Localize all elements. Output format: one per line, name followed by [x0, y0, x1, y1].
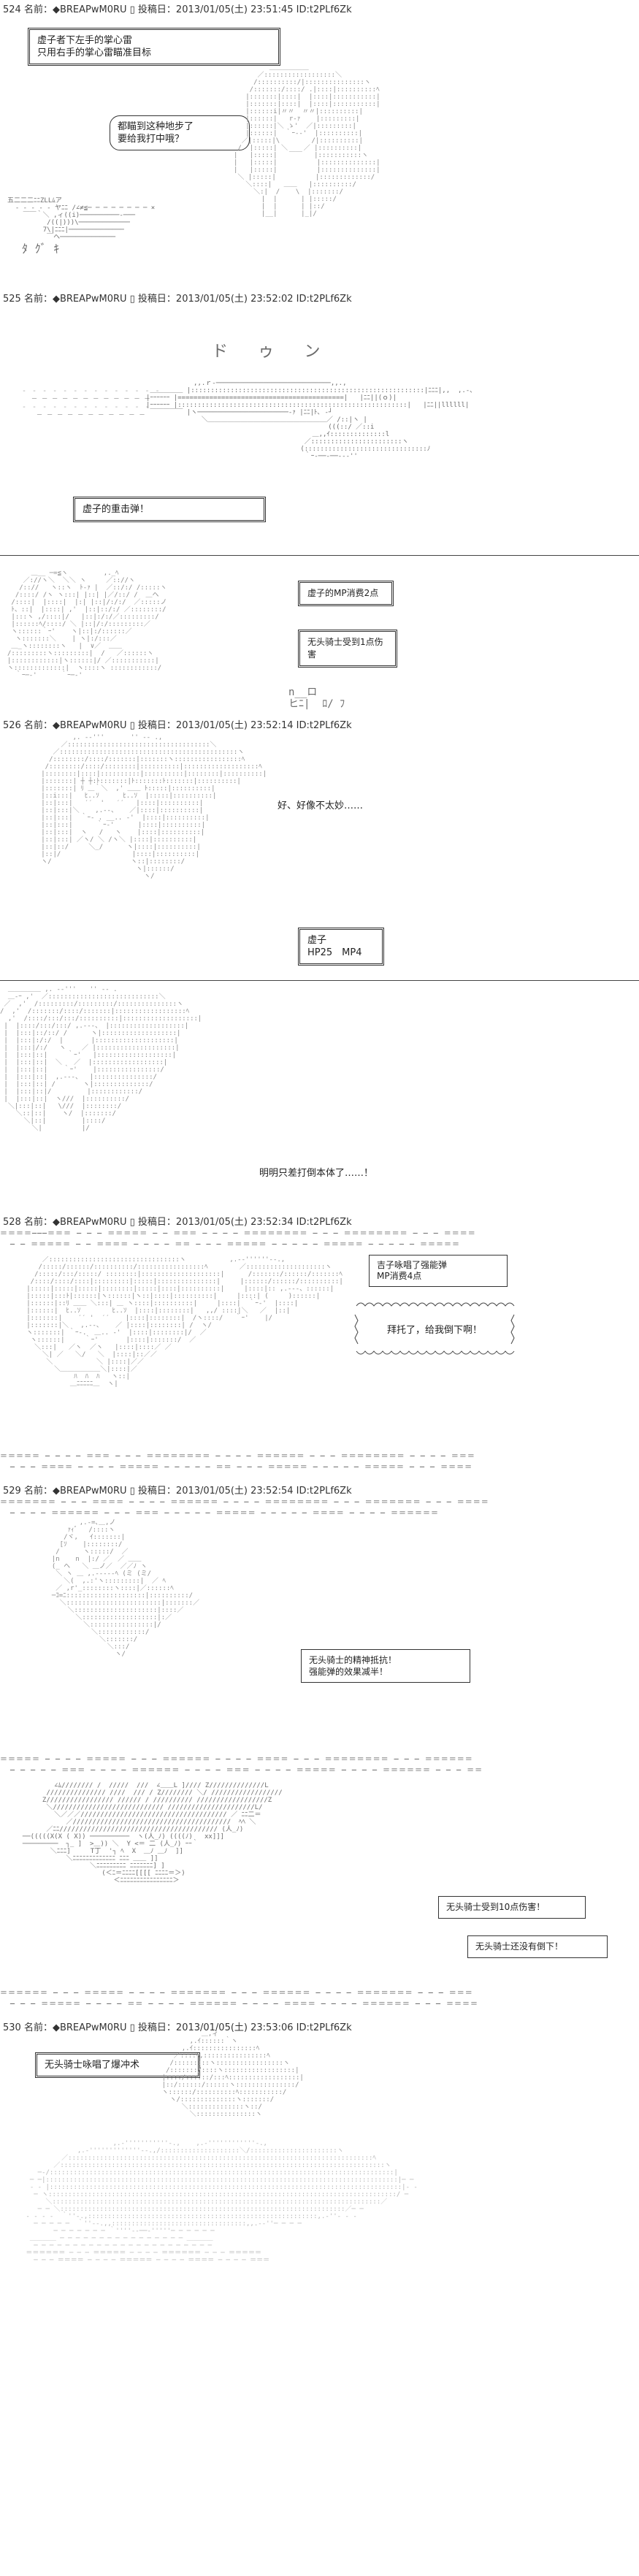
- narration-box-525: 虚子的重击弹！: [73, 497, 266, 522]
- mp-cost-box-525: 虚子的MP消费2点: [298, 581, 394, 606]
- speech-526: 好、好像不太妙……: [278, 800, 364, 811]
- shout-bubble-outline: [354, 1302, 515, 1355]
- ascii-art-casting-528: ／:::::::::::::::::::::::::::::::::ヽ ,.-‐…: [26, 1256, 343, 1388]
- ascii-art-kyoko-526: ,. -‐'''￣￣￣｀'' ‐- ., ／::::::::::::::::::…: [41, 734, 267, 880]
- post-header-528: 528 名前：◆BREAPwM0RU ▯ 投稿日：2013/01/05(土) 2…: [3, 1217, 352, 1228]
- speed-lines-525: ‐ ‐ ‐ ‐ ‐ ‐ ‐ ‐ ‐ ‐ ‐ ‐ ‐ ‐ ─ ─ ─ ─ ─ ─ …: [22, 387, 161, 419]
- status-box-526: 虚子 HP25 MP4: [298, 928, 384, 966]
- speed-lines-529-bottom: ＝＝＝＝＝＝ ─ ─ ─ ＝＝＝＝＝ ─ ─ ─ ─ ＝＝＝＝＝＝＝ ─ ─ ─…: [0, 1990, 479, 2009]
- spell-box-530: 无头骑士咏唱了爆冲术: [35, 2052, 200, 2078]
- ascii-art-burst-530: ,.‐'''''''''''‐., ,.‐''''''''''''‐., ,.‐…: [26, 2140, 418, 2264]
- damage-box-525: 无头骑士受到1点伤害: [298, 630, 397, 668]
- sfx-524: ﾀ ｸﾞ ｷ: [22, 242, 60, 256]
- shout-text-528: 拜托了，给我倒下啊！: [386, 1325, 482, 1336]
- sfx-hit-525: n__ロ ヒﾆ| ﾛ/ ﾌ: [288, 687, 345, 710]
- shout-bubble-528: 拜托了，给我倒下啊！: [351, 1300, 519, 1357]
- ascii-art-gunner-524: ＿＿＿＿＿＿ ／::::::::::::::::::＼ /::::::::::/…: [234, 64, 380, 218]
- speech-bubble-524: 都瞄到这种地步了 要给我打中哦？: [110, 115, 250, 150]
- spell-box-528: 吉子咏唱了强能弹 MP消费4点: [369, 1255, 508, 1287]
- damage-box-529: 无头骑士受到10点伤害！: [438, 1896, 586, 1919]
- post-header-530: 530 名前：◆BREAPwM0RU ▯ 投稿日：2013/01/05(土) 2…: [3, 2022, 352, 2033]
- ascii-art-knight-resist-529: ,.-=､＿,ノ ｧｨ゛ /::::ヽ /ヾ, ｲ:::::::| [ｿ |::…: [51, 1519, 200, 1658]
- resist-box-529: 无头骑士的精神抵抗！ 强能弹的效果减半！: [301, 1649, 470, 1683]
- ascii-art-gun-524: 五二二二ﾆﾆZLLﾑア ‐ ‐ ‐ ‐ ‐ ヤﾆﾆ /∠≠≦─ ─ ─ ─ ─ …: [7, 197, 156, 241]
- ascii-art-knight-525: ＿__ ─=≦ヽ ,._ﾍ ／://ヽ＼ ＼＼ ヽ ／:://ヽ /::// ヽ…: [7, 570, 167, 679]
- section-divider: [0, 555, 639, 556]
- post-header-529: 529 名前：◆BREAPwM0RU ▯ 投稿日：2013/01/05(土) 2…: [3, 1486, 352, 1497]
- speech-526-b: 明明只差打倒本体了……！: [259, 1168, 374, 1179]
- ascii-art-kyoko-frustrated-526: ＿＿＿＿＿ ,. -‐'''￣￣'' ‐- . ＿-ｰ ,' ／::::::::…: [0, 986, 202, 1132]
- sfx-525: ド ゥ ン: [212, 343, 331, 361]
- ascii-art-knight-head-530: ＿,ィ ,.ｲ::::::｀ヽ ,.ｲ::::::::::::::::ﾍ ／::…: [161, 2030, 304, 2118]
- post-header-525: 525 名前：◆BREAPwM0RU ▯ 投稿日：2013/01/05(土) 2…: [3, 294, 352, 305]
- not-down-box-529: 无头骑士还没有倒下！: [467, 1935, 608, 1958]
- ascii-art-gun-firing-525: ,,.ｒ‐─────────────────────────────,,., ＿…: [146, 380, 473, 460]
- narration-box-524: 虚子者下左手的掌心雷 只用右手的掌心雷瞄准目标: [28, 28, 280, 66]
- speed-lines-529-mid: ＝＝＝＝＝ ─ ─ ─ ─ ＝＝＝＝＝ ─ ─ ─ ＝＝＝＝＝＝ ─ ─ ─ ─…: [0, 1756, 483, 1775]
- speed-lines-528-bottom: ＝＝＝＝＝ ─ ─ ─ ─ ＝＝＝ ─ ─ ─ ＝＝＝＝＝＝＝＝ ─ ─ ─ ─…: [0, 1453, 475, 1472]
- speed-lines-529-top: ＝＝＝＝＝＝＝ ─ ─ ─ ＝＝＝＝ ─ ─ ─ ─ ＝＝＝＝＝＝ ─ ─ ─ …: [0, 1499, 489, 1518]
- post-header-526: 526 名前：◆BREAPwM0RU ▯ 投稿日：2013/01/05(土) 2…: [3, 720, 352, 731]
- ascii-art-blast-529: ∠ﾑ//////// / ///// /// ∠＿＿L ]//// Z/////…: [22, 1782, 283, 1884]
- post-header-524: 524 名前：◆BREAPwM0RU ▯ 投稿日：2013/01/05(土) 2…: [3, 4, 352, 15]
- speed-lines-528-top: ＝＝＝＝───＝＝＝ ─ ─ ─ ＝＝＝＝＝ ─ ─ ＝＝＝ ─ ─ ─ ─ ＝…: [0, 1230, 476, 1249]
- section-divider: [0, 980, 639, 981]
